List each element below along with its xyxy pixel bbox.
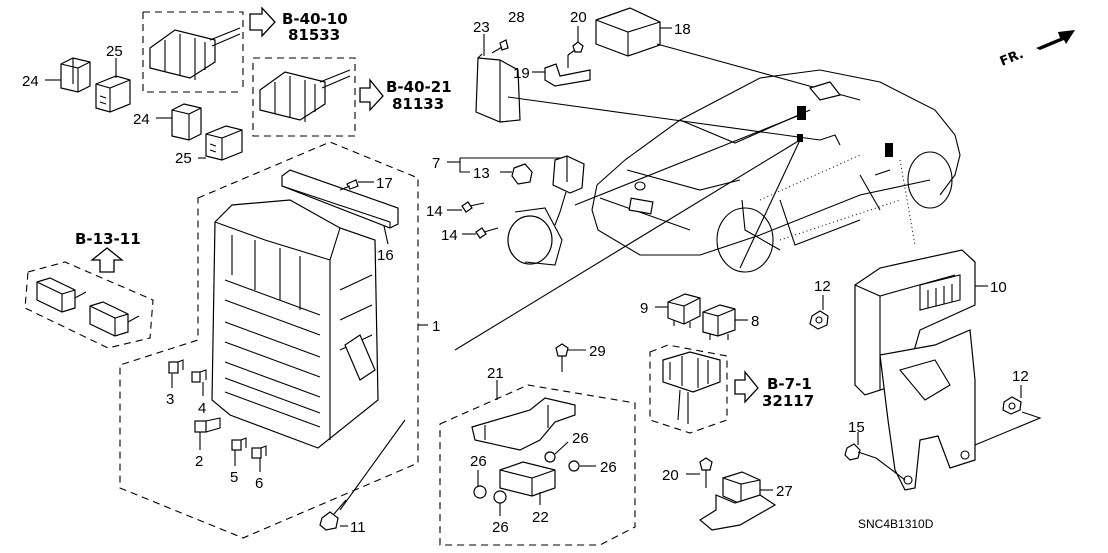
callout-27: 27 xyxy=(776,483,793,500)
bolt-15[interactable] xyxy=(844,443,877,461)
reference-arrow-b-7-1[interactable]: B-7-1 32117 xyxy=(734,370,814,410)
nut-26-a[interactable] xyxy=(473,485,487,499)
bolt-29[interactable] xyxy=(555,343,569,372)
control-unit-22[interactable] xyxy=(499,461,556,497)
connector-assembly-lower xyxy=(252,57,356,137)
screw-14-upper[interactable] xyxy=(461,201,485,213)
bolt-11[interactable] xyxy=(319,499,347,531)
screw-17[interactable] xyxy=(339,179,359,191)
clip-13[interactable] xyxy=(511,163,533,185)
bracket-19[interactable] xyxy=(544,63,591,87)
callout-29: 29 xyxy=(589,343,606,360)
callout-9: 9 xyxy=(640,300,648,317)
drawing-code: SNC4B1310D xyxy=(858,517,934,531)
reference-arrow-b-13-11[interactable] xyxy=(90,247,124,273)
reference-arrow-b-40-21[interactable]: B-40-21 81133 xyxy=(359,78,452,113)
callout-7: 7 xyxy=(432,155,440,172)
reference-page-b-40-10[interactable]: B-40-10 xyxy=(282,10,348,28)
callout-26-c: 26 xyxy=(572,430,589,447)
callout-17: 17 xyxy=(376,175,393,192)
callout-26-a: 26 xyxy=(470,453,487,470)
front-direction-indicator: FR. xyxy=(998,30,1075,70)
callout-26-b: 26 xyxy=(492,519,509,536)
reference-page-b-13-11[interactable]: B-13-11 xyxy=(75,230,141,248)
callout-22: 22 xyxy=(532,509,549,526)
front-label: FR. xyxy=(998,47,1026,70)
connector-assembly-b-7-1 xyxy=(649,344,728,434)
relay-9[interactable] xyxy=(667,293,701,328)
fuse-4[interactable] xyxy=(191,369,207,383)
relay-24-lower[interactable] xyxy=(171,103,202,141)
sensor-27[interactable] xyxy=(698,471,777,531)
nut-12-upper[interactable] xyxy=(809,310,829,330)
sensor-connector-7[interactable] xyxy=(552,155,585,226)
callout-16: 16 xyxy=(377,247,394,264)
callout-14-lower: 14 xyxy=(441,227,458,244)
fuse-3[interactable] xyxy=(168,359,184,374)
relay-kit-b-13-11 xyxy=(24,261,154,349)
front-arrow-icon xyxy=(1036,30,1075,50)
callout-20-lower: 20 xyxy=(662,467,679,484)
callout-23: 23 xyxy=(473,19,490,36)
vehicle-outline xyxy=(591,69,961,273)
sensor-7[interactable] xyxy=(507,207,563,266)
reference-number-81533[interactable]: 81533 xyxy=(288,26,340,44)
callout-25-lower: 25 xyxy=(175,150,192,167)
nut-12-lower[interactable] xyxy=(1002,396,1022,415)
fuse-box-group-boundary xyxy=(119,141,419,539)
relay-25-upper[interactable] xyxy=(95,75,131,113)
nut-26-b[interactable] xyxy=(493,490,507,504)
mounting-bracket[interactable] xyxy=(879,329,976,491)
nut-26-c[interactable] xyxy=(544,451,556,463)
control-unit-18[interactable] xyxy=(595,7,661,57)
callout-11: 11 xyxy=(350,519,366,536)
fuse-box-cover-16[interactable] xyxy=(281,169,399,229)
callout-5: 5 xyxy=(230,469,238,486)
reference-number-81133[interactable]: 81133 xyxy=(392,95,444,113)
callout-28: 28 xyxy=(508,9,525,26)
reference-number-32117[interactable]: 32117 xyxy=(762,392,814,410)
fuse-6[interactable] xyxy=(251,445,267,459)
callout-12-lower: 12 xyxy=(1012,368,1029,385)
fuse-2[interactable] xyxy=(194,417,221,433)
callout-18: 18 xyxy=(674,21,691,38)
callout-13: 13 xyxy=(473,165,490,182)
callout-2: 2 xyxy=(195,453,203,470)
callout-3: 3 xyxy=(166,391,174,408)
reference-page-b-40-21[interactable]: B-40-21 xyxy=(386,78,452,96)
callout-1: 1 xyxy=(432,318,440,335)
screw-28[interactable] xyxy=(491,39,509,54)
reference-page-b-7-1[interactable]: B-7-1 xyxy=(767,375,812,393)
cover-21[interactable] xyxy=(471,397,576,451)
bolt-20-upper[interactable] xyxy=(567,41,584,56)
callout-14-upper: 14 xyxy=(426,203,443,220)
callout-26-d: 26 xyxy=(600,459,617,476)
control-module-23[interactable] xyxy=(475,53,521,123)
relay-25-lower[interactable] xyxy=(205,125,243,161)
bolt-20-lower[interactable] xyxy=(699,457,713,488)
relay-24-upper[interactable] xyxy=(60,57,91,93)
callout-24-lower: 24 xyxy=(133,111,150,128)
callout-10: 10 xyxy=(990,279,1007,296)
callout-20-upper: 20 xyxy=(570,9,587,26)
fuse-box[interactable] xyxy=(211,199,379,449)
callout-8: 8 xyxy=(751,313,759,330)
callout-12-upper: 12 xyxy=(814,278,831,295)
nut-26-d[interactable] xyxy=(568,460,580,472)
fuse-5[interactable] xyxy=(231,437,247,451)
callout-25-upper: 25 xyxy=(106,43,123,60)
module-group-boundary xyxy=(439,384,636,546)
callout-15: 15 xyxy=(848,419,865,436)
relay-8[interactable] xyxy=(702,304,736,340)
screw-14-lower[interactable] xyxy=(475,227,499,239)
callout-4: 4 xyxy=(198,400,206,417)
callout-21: 21 xyxy=(487,365,504,382)
callout-24-upper: 24 xyxy=(22,73,39,90)
callout-19: 19 xyxy=(513,65,530,82)
connector-assembly-upper xyxy=(142,11,244,93)
reference-arrow-b-40-10[interactable]: B-40-10 81533 xyxy=(249,6,348,44)
callout-6: 6 xyxy=(255,475,263,492)
